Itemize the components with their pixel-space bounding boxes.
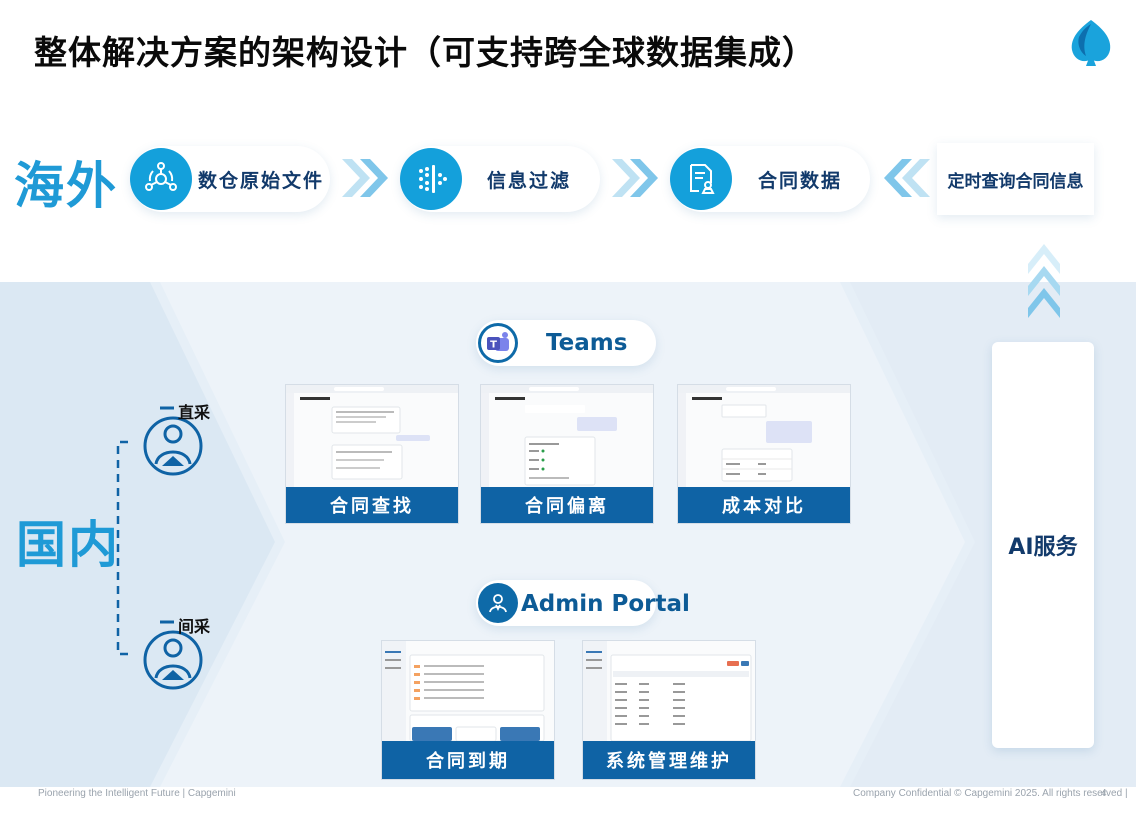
admin-card-contract-expiry: 合同到期 [381, 640, 555, 780]
flow-arrow-up-icon [1028, 244, 1060, 318]
teams-card-contract-deviation: 合同偏离 [480, 384, 654, 524]
region-label-domestic: 国内 [16, 516, 120, 574]
teams-card-cost-comparison: 成本对比 [677, 384, 851, 524]
admin-user-icon [478, 583, 518, 623]
card-caption: 成本对比 [678, 487, 850, 523]
card-caption: 合同到期 [382, 741, 554, 779]
contract-stamp-icon [670, 148, 732, 210]
flow-arrow-left-icon [884, 159, 930, 197]
admin-card-system-maintenance: 系统管理维护 [582, 640, 756, 780]
hub-network-icon [130, 148, 192, 210]
card-caption: 合同偏离 [481, 487, 653, 523]
footer-right: Company Confidential © Capgemini 2025. A… [853, 788, 1128, 799]
bracket-connector [116, 440, 128, 656]
scheduled-query-box: 定时查询合同信息 [937, 143, 1094, 215]
capgemini-spade-logo-icon [1071, 20, 1111, 66]
procurement-indirect-icon [143, 620, 203, 690]
flow-step-label: 信息过滤 [487, 170, 572, 192]
filter-funnel-icon [400, 148, 462, 210]
card-caption: 合同查找 [286, 487, 458, 523]
slide-title: 整体解决方案的架构设计（可支持跨全球数据集成） [34, 33, 816, 72]
procurement-direct-icon [143, 406, 203, 476]
footer-left: Pioneering the Intelligent Future | Capg… [38, 788, 236, 799]
card-caption: 系统管理维护 [583, 741, 755, 779]
teams-label: Teams [546, 330, 628, 356]
teams-icon: T [478, 323, 518, 363]
admin-portal-label: Admin Portal [521, 591, 690, 617]
region-label-overseas: 海外 [14, 157, 118, 215]
ai-service-box: AI服务 [992, 342, 1094, 748]
procurement-label-direct: 直采 [178, 403, 211, 422]
flow-step-label: 数仓原始文件 [198, 170, 325, 192]
page-number: 4 [1101, 788, 1107, 799]
procurement-label-indirect: 间采 [178, 617, 211, 636]
teams-card-contract-search: 合同查找 [285, 384, 459, 524]
flow-arrow-right-icon [612, 159, 658, 197]
flow-step-label: 合同数据 [758, 170, 843, 192]
svg-text:T: T [490, 340, 497, 351]
flow-arrow-right-icon [342, 159, 388, 197]
